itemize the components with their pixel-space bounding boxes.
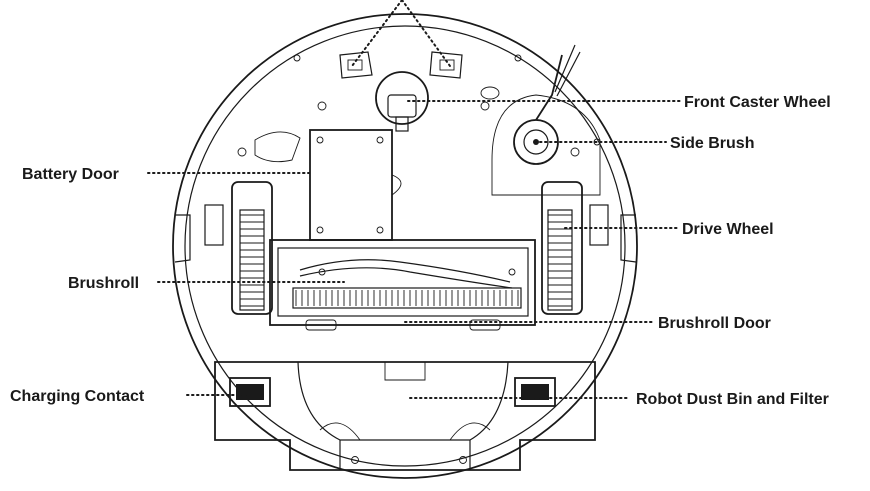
front-caster-wheel — [375, 71, 429, 132]
brushroll — [292, 259, 522, 309]
robot-dust-bin — [214, 361, 596, 471]
leader-lines — [147, 0, 681, 399]
robot-body — [172, 13, 638, 479]
label-brushroll: Brushroll — [68, 275, 139, 292]
label-front-caster-wheel: Front Caster Wheel — [684, 94, 831, 111]
cliff-sensors — [339, 51, 463, 79]
label-battery-door: Battery Door — [22, 166, 119, 183]
side-brush — [491, 44, 601, 196]
label-brushroll-door: Brushroll Door — [658, 315, 771, 332]
charging-contacts — [229, 377, 556, 407]
label-drive-wheel: Drive Wheel — [682, 221, 774, 238]
left-drive-wheel — [204, 181, 273, 315]
right-drive-wheel — [541, 181, 609, 315]
label-robot-dust-bin-and-filter: Robot Dust Bin and Filter — [636, 391, 829, 408]
label-side-brush: Side Brush — [670, 135, 754, 152]
battery-door — [309, 129, 402, 241]
label-charging-contact: Charging Contact — [10, 388, 145, 405]
